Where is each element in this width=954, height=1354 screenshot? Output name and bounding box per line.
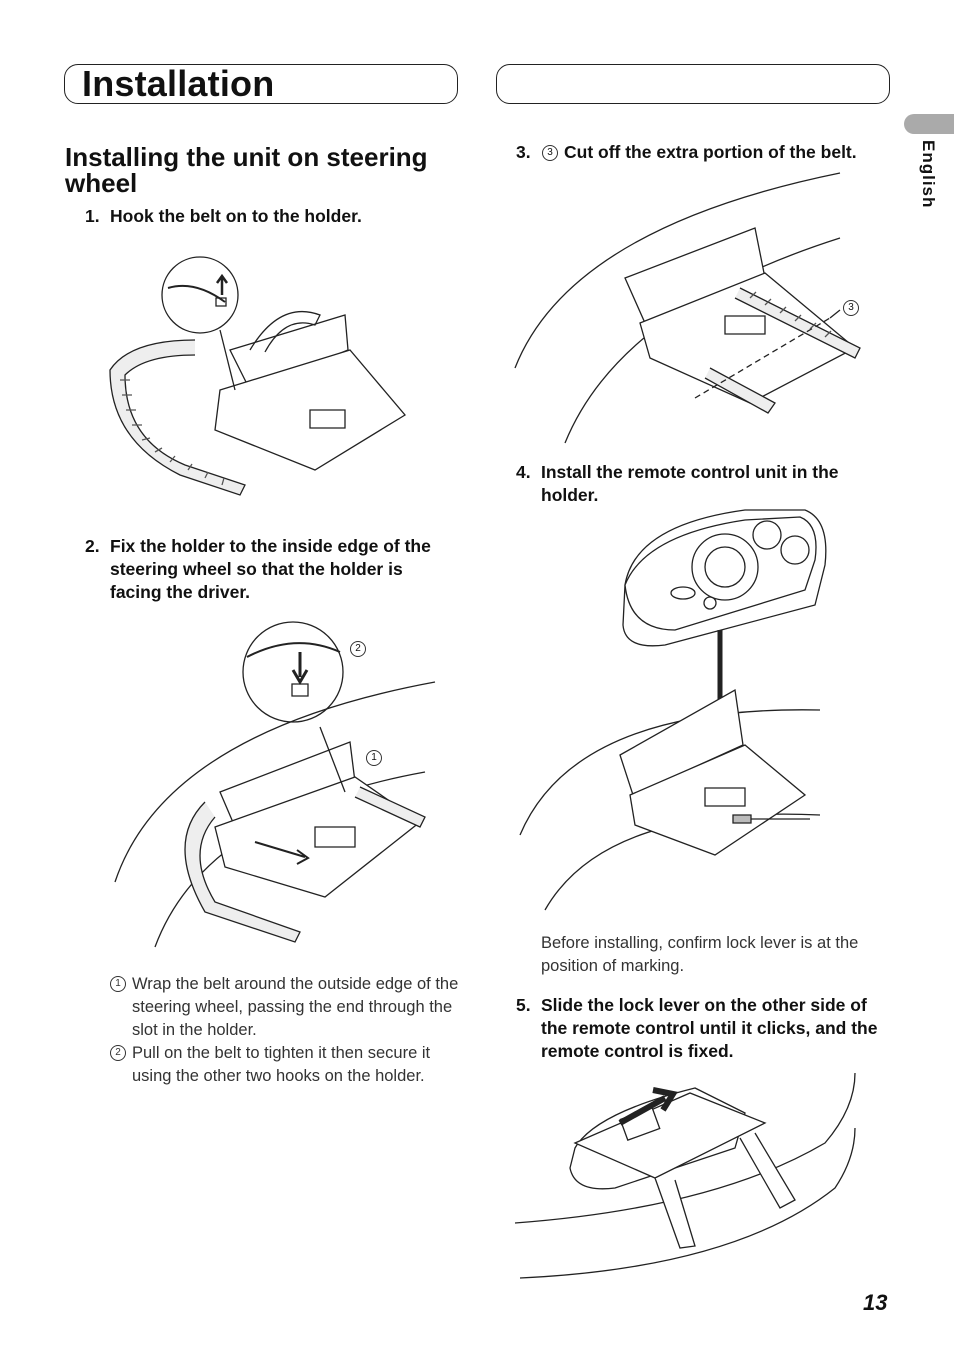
fig3-slider (725, 316, 765, 334)
subtitle: Installing the unit on steering wheel (65, 142, 428, 198)
note-1-marker: 1 (110, 976, 126, 992)
section-title: Installation (82, 63, 275, 104)
step-5-text: Slide the lock lever on the other side o… (541, 995, 878, 1061)
fig5-arrow (620, 1090, 673, 1123)
fig3-belt-ticks (750, 292, 831, 337)
fig5-band-left (655, 1178, 695, 1248)
step-1-text: Hook the belt on to the holder. (110, 206, 362, 226)
note-2-marker: 2 (110, 1045, 126, 1061)
language-tab (904, 114, 954, 134)
fig4-remote-btn-2 (781, 536, 809, 564)
fig3-leader (830, 310, 840, 318)
fig2-zoom-arrow (293, 652, 307, 682)
fig4-remote-dial-inner (705, 547, 745, 587)
fig2-motion-arrow (255, 842, 308, 864)
step-4-note: Before installing, confirm lock lever is… (541, 934, 859, 975)
step-2-number: 2. (85, 536, 100, 556)
fig2-slider (315, 827, 355, 847)
fig4-remote-btn-4 (704, 597, 716, 609)
figure-fix-holder (105, 612, 440, 957)
fig2-leader-1 (320, 727, 345, 792)
fig1-zoom-hook (216, 298, 226, 306)
fig2-zoom-belt (247, 643, 340, 657)
step-3-text: Cut off the extra portion of the belt. (564, 142, 857, 162)
fig3-cut-line (695, 318, 830, 398)
fig2-zoom-hook (292, 684, 308, 696)
step-2-text: Fix the holder to the inside edge of the… (110, 536, 431, 602)
note-1: 1 Wrap the belt around the outside edge … (110, 973, 465, 1042)
section-header-box (64, 64, 458, 104)
fig3-wheel-outer (515, 173, 840, 368)
language-label: English (919, 140, 938, 209)
fig4-slider (705, 788, 745, 806)
fig3-belt-right (735, 288, 860, 358)
fig1-belt-loop (110, 340, 245, 495)
fig3-holder-base (640, 273, 855, 403)
fig1-slider (310, 410, 345, 428)
figure-slide-lever (515, 1068, 865, 1283)
fig3-belt-lower (705, 368, 775, 413)
fig2-belt-wrap (355, 787, 425, 827)
figure-hook-belt (100, 240, 420, 505)
page-number: 13 (863, 1290, 888, 1315)
fig1-zoom-arrow (217, 276, 227, 295)
step-1-number: 1. (85, 206, 100, 226)
step-3-number: 3. (516, 142, 531, 162)
fig4-holder-back (620, 690, 743, 795)
fig2-wheel-outer (115, 682, 435, 882)
fig4-remote-dial (692, 534, 758, 600)
fig2-belt (185, 802, 300, 942)
fig4-remote-btn-1 (753, 521, 781, 549)
fig2-callout-1: 1 (366, 750, 382, 766)
fig4-lock-mark (733, 815, 751, 823)
figure-install-remote (515, 505, 835, 915)
note-1-text: Wrap the belt around the outside edge of… (132, 975, 459, 1039)
fig4-wheel-outer (520, 710, 820, 835)
fig4-remote-btn-3 (671, 587, 695, 599)
fig1-zoom-circle (162, 257, 238, 333)
step-5-number: 5. (516, 995, 531, 1015)
note-2-text: Pull on the belt to tighten it then secu… (132, 1044, 431, 1085)
empty-header-box (496, 64, 890, 104)
fig1-upper-strap (250, 312, 320, 352)
fig1-leader (220, 330, 235, 390)
step-4-text: Install the remote control unit in the h… (541, 462, 839, 505)
fig3-callout-3: 3 (843, 300, 859, 316)
step-4-number: 4. (516, 462, 531, 482)
note-2: 2 Pull on the belt to tighten it then se… (110, 1042, 465, 1088)
step-3-marker: 3 (542, 145, 558, 161)
fig5-band-right (740, 1133, 795, 1208)
figure-cut-belt (510, 168, 880, 448)
fig5-wheel-lower (520, 1128, 855, 1278)
fig1-belt-ticks (120, 380, 224, 485)
fig2-callout-2: 2 (350, 641, 366, 657)
